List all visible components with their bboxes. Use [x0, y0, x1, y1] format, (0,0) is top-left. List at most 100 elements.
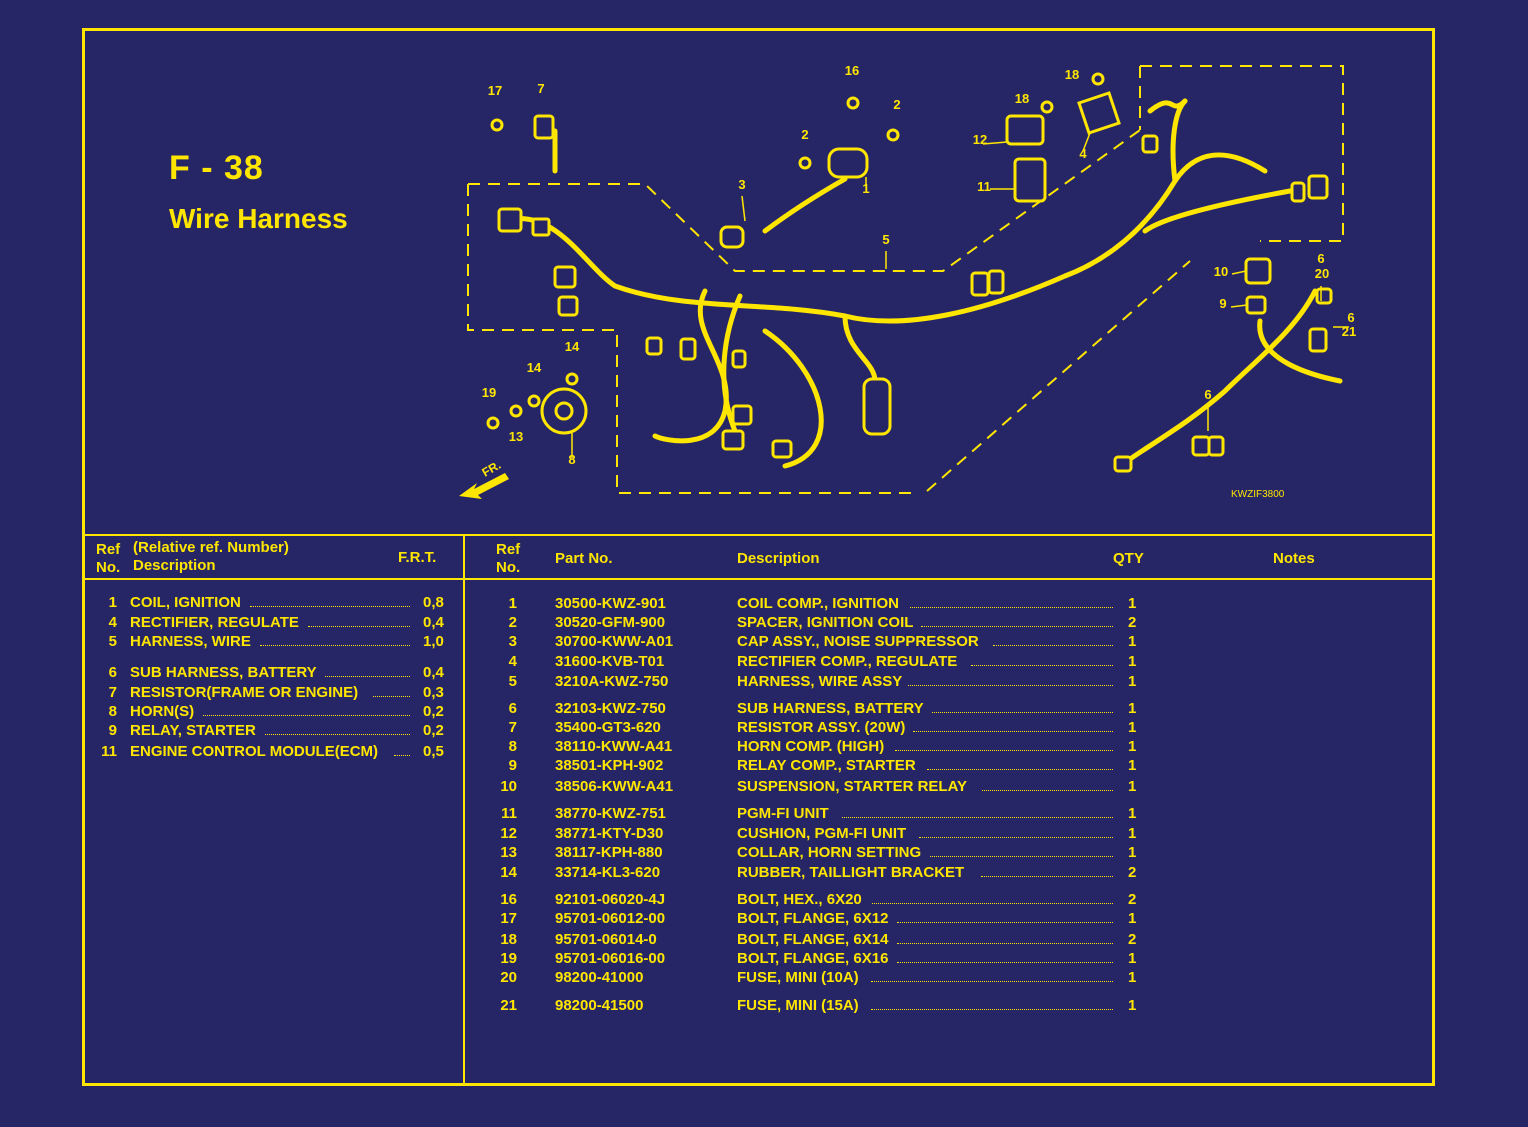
callout-label: 1 — [862, 181, 869, 196]
part-number: 95701-06014-0 — [555, 931, 657, 948]
left-hdr-ref: Ref — [96, 541, 121, 558]
ref-number: 7 — [108, 684, 117, 701]
callout-label: 20 — [1315, 266, 1329, 281]
callout-label: 19 — [482, 385, 496, 400]
callout-label: 10 — [1214, 264, 1228, 279]
left-hdr-frt: F.R.T. — [398, 549, 437, 566]
callout-label: 12 — [973, 132, 987, 147]
ref-number: 11 — [101, 743, 117, 760]
dot-leader — [895, 750, 1113, 751]
ref-number: 14 — [500, 864, 517, 881]
dot-leader — [913, 731, 1113, 732]
dot-leader — [871, 981, 1113, 982]
dot-leader — [308, 626, 410, 627]
dot-leader — [203, 715, 410, 716]
ref-number: 5 — [508, 673, 517, 690]
part-number: 38501-KPH-902 — [555, 757, 664, 774]
part-number: 38771-KTY-D30 — [555, 825, 664, 842]
frt-value: 0,2 — [423, 722, 444, 739]
ref-number: 1 — [508, 595, 517, 612]
ref-number: 8 — [108, 703, 117, 720]
ref-number: 11 — [501, 805, 517, 822]
quantity: 1 — [1128, 969, 1137, 986]
part-number: 38770-KWZ-751 — [555, 805, 666, 822]
part-description: CAP ASSY., NOISE SUPPRESSOR — [737, 633, 979, 650]
ref-number: 20 — [500, 969, 517, 986]
part-number: 98200-41000 — [555, 969, 644, 986]
callout-label: 13 — [509, 429, 523, 444]
dot-leader — [842, 817, 1113, 818]
part-description: SPACER, IGNITION COIL — [737, 614, 914, 631]
dot-leader — [930, 856, 1113, 857]
quantity: 2 — [1128, 614, 1137, 631]
ref-number: 2 — [508, 614, 517, 631]
part-number: 95701-06016-00 — [555, 950, 666, 967]
part-number: 98200-41500 — [555, 997, 644, 1014]
ref-number: 9 — [108, 722, 117, 739]
right-hdr-part-no: Part No. — [555, 550, 613, 567]
dot-leader — [927, 769, 1113, 770]
divider-top — [85, 534, 1432, 536]
callout-label: 18 — [1065, 67, 1079, 82]
part-description: FUSE, MINI (10A) — [737, 969, 859, 986]
callout-label: 21 — [1342, 324, 1356, 339]
ref-number: 10 — [500, 778, 517, 795]
quantity: 1 — [1128, 595, 1137, 612]
callout-label: 9 — [1219, 296, 1226, 311]
quantity: 1 — [1128, 719, 1137, 736]
quantity: 1 — [1128, 997, 1137, 1014]
dot-leader — [871, 1009, 1113, 1010]
callout-label: 6 — [1317, 251, 1324, 266]
part-description: RELAY, STARTER — [130, 722, 256, 739]
callout-label: 7 — [537, 81, 544, 96]
part-description: COIL, IGNITION — [130, 594, 241, 611]
quantity: 1 — [1128, 910, 1137, 927]
callout-label: 14 — [565, 339, 580, 354]
quantity: 1 — [1128, 757, 1137, 774]
ref-number: 8 — [508, 738, 517, 755]
part-number: 32103-KWZ-750 — [555, 700, 666, 717]
part-description: RESISTOR ASSY. (20W) — [737, 719, 906, 736]
left-hdr-description: Description — [133, 557, 216, 574]
part-description: BOLT, FLANGE, 6X12 — [737, 910, 889, 927]
dot-leader — [872, 903, 1113, 904]
part-description: CUSHION, PGM-FI UNIT — [737, 825, 907, 842]
dot-leader — [265, 734, 410, 735]
callout-label: 4 — [1079, 146, 1087, 161]
part-description: RECTIFIER, REGULATE — [130, 614, 299, 631]
part-description: SUB HARNESS, BATTERY — [737, 700, 924, 717]
ref-number: 4 — [508, 653, 517, 670]
part-number: 31600-KVB-T01 — [555, 653, 665, 670]
quantity: 1 — [1128, 673, 1137, 690]
part-number: 30520-GFM-900 — [555, 614, 666, 631]
right-hdr-qty: QTY — [1113, 550, 1144, 567]
ref-number: 21 — [500, 997, 517, 1014]
frt-value: 0,4 — [423, 614, 444, 631]
frt-value: 0,5 — [423, 743, 444, 760]
ref-number: 7 — [508, 719, 517, 736]
part-number: 38117-KPH-880 — [555, 844, 663, 861]
ref-number: 3 — [508, 633, 517, 650]
ref-number: 1 — [108, 594, 117, 611]
dot-leader — [910, 607, 1113, 608]
callout-label: 6 — [1347, 310, 1354, 325]
dot-leader — [993, 645, 1113, 646]
right-hdr-ref: Ref — [496, 541, 521, 558]
callout-label: 5 — [882, 232, 889, 247]
quantity: 1 — [1128, 825, 1137, 842]
frt-value: 0,8 — [423, 594, 444, 611]
part-number: 35400-GT3-620 — [555, 719, 661, 736]
diagram-code: KWZIF3800 — [1231, 489, 1285, 500]
part-description: BOLT, HEX., 6X20 — [737, 891, 862, 908]
callout-label: 11 — [977, 179, 991, 194]
part-description: SUSPENSION, STARTER RELAY — [737, 778, 968, 795]
dot-leader — [373, 696, 410, 697]
callout-label: 8 — [568, 452, 575, 467]
part-number: 3210A-KWZ-750 — [555, 673, 669, 690]
part-number: 38110-KWW-A41 — [555, 738, 673, 755]
dot-leader — [325, 676, 410, 677]
dot-leader — [250, 606, 410, 607]
ref-number: 17 — [500, 910, 517, 927]
dot-leader — [897, 962, 1113, 963]
